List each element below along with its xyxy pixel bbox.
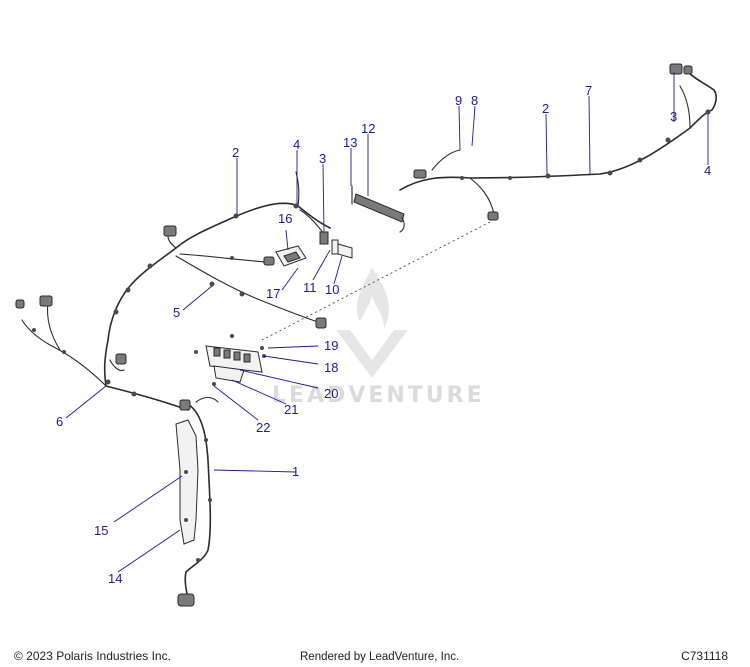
callout-16: 16	[278, 211, 292, 226]
watermark-text: LEADVENTURE	[272, 383, 485, 408]
callout-15: 15	[94, 523, 108, 538]
callout-3-right: 3	[670, 109, 677, 124]
callout-5: 5	[173, 305, 180, 320]
callout-4-right: 4	[704, 163, 711, 178]
callout-20: 20	[324, 386, 338, 401]
callout-2-right: 2	[542, 101, 549, 116]
callout-17: 17	[266, 286, 280, 301]
callout-7: 7	[585, 83, 592, 98]
callout-labels: 1 2 2 3 3 4 4 5 6 7 8 9 10 11 12 13 14 1…	[56, 83, 711, 586]
front-connector-1	[163, 225, 177, 237]
mid-connector	[487, 211, 499, 221]
rear-connector	[669, 63, 683, 75]
callout-12: 12	[361, 121, 375, 136]
lower-harness	[177, 396, 219, 607]
brake-light-assembly	[351, 185, 405, 233]
front-connector-5	[263, 256, 275, 266]
callout-3-left: 3	[319, 151, 326, 166]
callout-9: 9	[455, 93, 462, 108]
leadventure-watermark: LEADVENTURE	[272, 268, 485, 408]
front-connector-2	[39, 295, 53, 307]
callout-22: 22	[256, 420, 270, 435]
callout-8: 8	[471, 93, 478, 108]
fuse-relay-block	[194, 334, 266, 386]
callout-11: 11	[303, 280, 317, 295]
callout-13: 13	[343, 135, 357, 150]
lower-connector	[177, 593, 195, 607]
side-connector	[413, 169, 427, 179]
callout-4-left: 4	[293, 137, 300, 152]
callout-18: 18	[324, 360, 338, 375]
front-connector-3	[15, 299, 25, 309]
main-harness-front	[15, 171, 331, 411]
frame-part-14	[175, 419, 199, 545]
rear-connector-2	[683, 65, 693, 75]
callout-2-left: 2	[232, 145, 239, 160]
diagram-code: C731118	[681, 649, 728, 663]
front-connector-6	[115, 353, 127, 365]
bracket-parts	[319, 231, 353, 259]
callout-1: 1	[292, 464, 299, 479]
callout-21: 21	[284, 402, 298, 417]
control-module-16	[275, 245, 307, 267]
callout-19: 19	[324, 338, 338, 353]
callout-10: 10	[325, 282, 339, 297]
rendered-by-credit: Rendered by LeadVenture, Inc.	[300, 651, 460, 663]
leader-lines	[65, 72, 709, 573]
main-harness-rear	[399, 63, 717, 221]
front-connector-4	[315, 317, 327, 329]
copyright-notice: © 2023 Polaris Industries Inc.	[14, 649, 171, 663]
callout-6: 6	[56, 414, 63, 429]
callout-14: 14	[108, 571, 122, 586]
